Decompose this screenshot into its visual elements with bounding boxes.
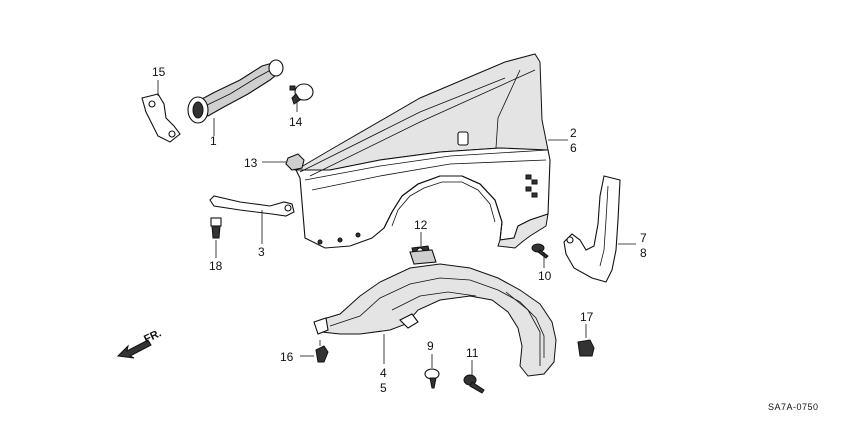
- callout-5: 5: [380, 381, 387, 395]
- callout-4: 4: [380, 366, 387, 380]
- brace-part-3: [209, 195, 295, 217]
- callout-15: 15: [152, 65, 166, 79]
- callout-8: 8: [640, 246, 647, 260]
- callout-12: 12: [414, 218, 428, 232]
- front-direction-arrow: FR.: [116, 327, 163, 359]
- callout-2: 2: [570, 126, 577, 140]
- screw-part-10: [531, 243, 549, 259]
- clip-part-14: [289, 83, 314, 105]
- inner-fender: [313, 249, 557, 377]
- callout-7: 7: [640, 231, 647, 245]
- callout-9: 9: [427, 339, 434, 353]
- callout-1: 1: [210, 134, 217, 148]
- screw-part-11: [463, 374, 485, 394]
- callout-11: 11: [466, 346, 479, 360]
- callout-18: 18: [209, 259, 223, 273]
- clip-part-16: [315, 340, 329, 363]
- diagram-code: SA7A-0750: [768, 402, 819, 412]
- callout-13: 13: [244, 156, 258, 170]
- splash-hose: [187, 59, 284, 124]
- bolt-part-18: [210, 217, 222, 239]
- clip-part-17: [577, 339, 595, 357]
- leader-lines: [157, 80, 636, 376]
- callout-6: 6: [570, 141, 577, 155]
- callout-10: 10: [538, 269, 552, 283]
- mud-guard: [563, 175, 621, 283]
- front-fender: [294, 53, 551, 249]
- bracket-part-15: [141, 93, 181, 143]
- callout-labels: 15 1 14 13 2 6 3 18 12 10 7 8 17 16 9 11…: [152, 65, 647, 395]
- callout-3: 3: [258, 245, 265, 259]
- callout-16: 16: [280, 350, 294, 364]
- nut-part-13: [285, 153, 305, 171]
- callout-17: 17: [580, 310, 594, 324]
- direction-label: FR.: [142, 327, 163, 345]
- screw-part-9: [424, 368, 440, 389]
- callout-14: 14: [289, 115, 303, 129]
